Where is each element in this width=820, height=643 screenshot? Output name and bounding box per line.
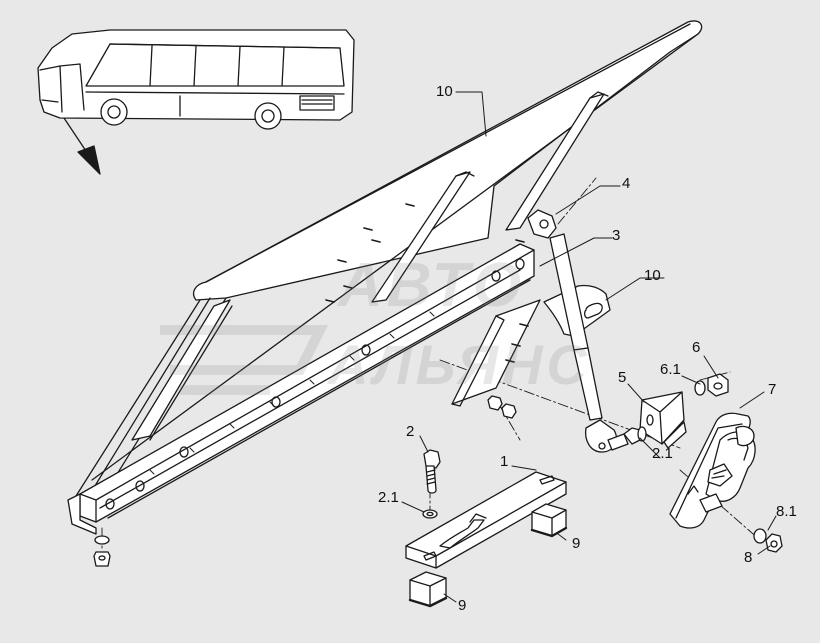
nut-bottom-left <box>93 535 111 567</box>
label-part-10-right: 10 <box>644 267 661 284</box>
label-part-4: 4 <box>622 175 631 192</box>
location-arrow <box>63 117 101 175</box>
label-part-8-1: 8.1 <box>776 503 797 520</box>
part-9-rubber-block-lower <box>408 571 448 608</box>
label-part-2-1-right: 2.1 <box>652 445 673 462</box>
watermark-line-1: АВТО <box>338 251 525 320</box>
part-8-nut <box>753 528 783 553</box>
part-9-rubber-block-upper <box>530 503 568 538</box>
label-leader-lines <box>401 91 777 603</box>
part-6-nut <box>694 373 729 397</box>
part-4-gas-strut <box>527 209 629 453</box>
watermark-line-2: АЛЬЯНС <box>328 333 591 396</box>
label-part-10-top: 10 <box>436 83 453 100</box>
label-part-1: 1 <box>500 453 509 470</box>
watermark-logo <box>160 325 329 395</box>
label-part-8: 8 <box>744 549 753 566</box>
label-part-5: 5 <box>618 369 627 386</box>
label-part-6: 6 <box>692 339 701 356</box>
label-part-3: 3 <box>612 227 621 244</box>
main-flap-panel <box>67 20 703 535</box>
part-7-lock <box>669 412 756 529</box>
part-5-bracket <box>623 391 687 449</box>
label-part-2: 2 <box>406 423 415 440</box>
label-part-6-1: 6.1 <box>660 361 681 378</box>
label-part-7: 7 <box>768 381 777 398</box>
label-part-9-lower: 9 <box>458 597 467 614</box>
label-part-9-upper: 9 <box>572 535 581 552</box>
part-1-mounting-plate <box>405 471 567 569</box>
bus-inset-illustration <box>37 29 355 130</box>
label-part-2-1-left: 2.1 <box>378 489 399 506</box>
part-2-bolt <box>422 449 441 519</box>
